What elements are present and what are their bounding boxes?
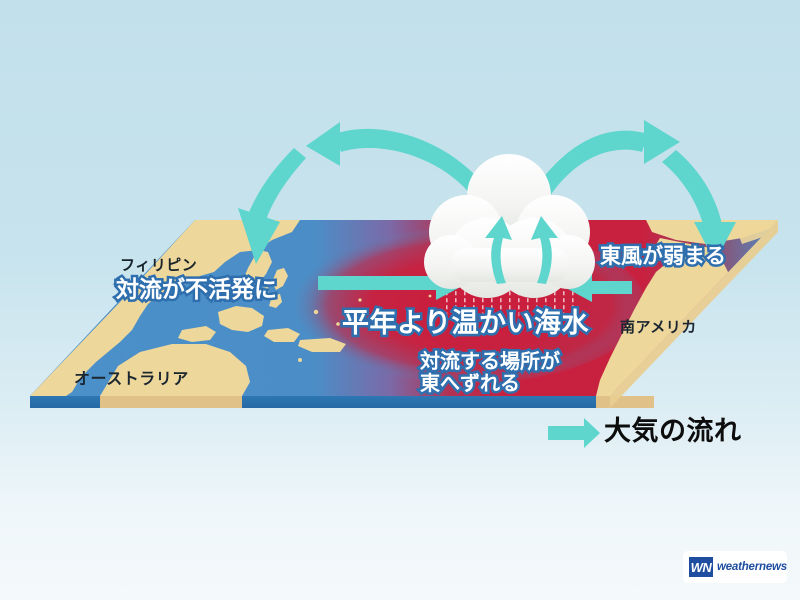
weathernews-logo-name: weathernews — [716, 561, 787, 573]
label-convection-shift-line2-fill: 東へずれる — [418, 372, 523, 397]
surface-eastward-arrow-shaft — [318, 276, 440, 290]
label-convection-inactive-fill: 対流が不活発に — [114, 275, 280, 303]
label-australia: オーストラリア — [74, 371, 189, 388]
label-convection-shift-line1-stroke: 対流する場所が — [418, 350, 563, 375]
label-easterly-weakens-fill: 東風が弱まる — [598, 244, 729, 270]
pacific-island — [336, 322, 340, 326]
updraft-right-arrow — [531, 216, 558, 284]
philippines-island-visayas — [262, 287, 269, 296]
newguinea-landmass — [298, 338, 346, 352]
southamerica-landmass — [596, 258, 730, 396]
weathernews-logo: WN weathernews — [683, 551, 787, 583]
label-convection-shift-line1: 対流する場所が 対流する場所が — [418, 350, 563, 375]
updraft-arrows — [485, 216, 558, 284]
sulawesi-landmass — [264, 328, 300, 342]
label-convection-inactive-stroke: 対流が不活発に — [114, 275, 280, 303]
label-south-america: 南アメリカ — [620, 319, 697, 336]
legend-label: 大気の流れ — [604, 416, 742, 446]
upper-right-arc-arrowhead — [644, 120, 680, 164]
upper-right-arc-arrow — [530, 130, 648, 202]
slab-right-thickness — [610, 220, 778, 408]
philippines-island-mindanao — [269, 294, 282, 308]
slab-front-edge-australia — [100, 396, 242, 408]
descending-left-arrowhead — [238, 208, 280, 264]
weathernews-logo-mark: WN — [689, 557, 713, 577]
descending-left-arrow — [246, 148, 306, 226]
philippines-island-luzon — [272, 268, 288, 290]
label-convection-shift-line2-stroke: 東へずれる — [418, 372, 523, 397]
pacific-island — [298, 358, 302, 362]
asia-landmass — [30, 220, 300, 396]
australia-landmass — [100, 344, 250, 396]
label-philippines: フィリピン — [120, 257, 198, 274]
indochina-landmass — [238, 250, 272, 300]
label-convection-inactive: 対流が不活発に 対流が不活発に — [114, 275, 280, 303]
label-easterly-weakens: 東風が弱まる 東風が弱まる — [598, 244, 729, 270]
label-warm-water-stroke: 平年より温かい海水 — [340, 307, 591, 339]
slab-front-edge-samerica — [596, 396, 654, 408]
upper-left-arc-arrowhead — [306, 122, 340, 166]
legend-arrow — [548, 418, 600, 448]
sumatra-landmass — [178, 326, 216, 342]
borneo-landmass — [218, 306, 264, 332]
surface-westward-arrow-shaft — [590, 281, 632, 294]
label-convection-shift-line1-fill: 対流する場所が — [418, 350, 563, 375]
descending-right-arrow — [662, 150, 722, 228]
coast-strip — [736, 220, 778, 244]
pacific-island — [428, 294, 432, 298]
atmospheric-arrows — [238, 120, 736, 302]
label-convection-shift-line2: 東へずれる 東へずれる — [418, 372, 523, 397]
label-easterly-weakens-stroke: 東風が弱まる — [598, 244, 729, 270]
updraft-left-arrow — [485, 216, 512, 284]
pacific-island — [358, 298, 362, 302]
cumulonimbus-cloud — [424, 154, 595, 298]
label-warm-water: 平年より温かい海水 平年より温かい海水 — [340, 307, 591, 339]
pacific-island — [396, 328, 400, 332]
label-warm-water-fill: 平年より温かい海水 — [340, 307, 591, 339]
descending-right-arrowhead — [694, 222, 736, 262]
pacific-island — [313, 309, 319, 315]
upper-left-arc-arrow — [335, 128, 492, 204]
